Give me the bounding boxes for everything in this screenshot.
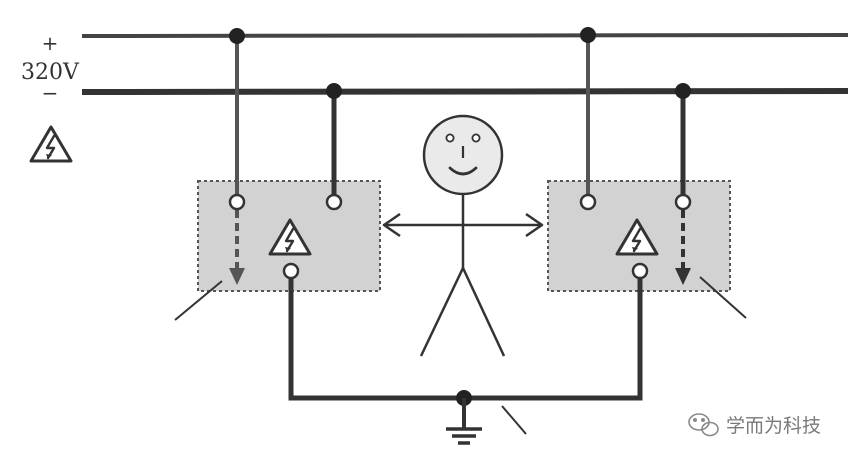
right-terminal-ground (631, 262, 649, 280)
person-left-hand (382, 212, 401, 238)
positive-bus-line (81, 33, 849, 38)
plus-label: + (42, 31, 59, 55)
left-pointer-line (174, 280, 223, 321)
junction-dot (326, 83, 342, 99)
person-right-leg (461, 267, 506, 357)
person-left-leg (419, 267, 465, 357)
negative-bus-line (81, 88, 849, 95)
person-right-eye (471, 133, 481, 143)
ground-icon (446, 427, 482, 445)
person-right-hand (525, 212, 544, 238)
right-pointer-line (699, 276, 747, 319)
ground-return-wire (288, 278, 643, 401)
right-current-arrowhead (675, 268, 691, 285)
junction-dot (580, 27, 596, 43)
left-terminal-ground (282, 262, 300, 280)
right-terminal-positive (579, 193, 597, 211)
right-terminal-negative (674, 193, 692, 211)
lightning-warning-icon (29, 125, 73, 163)
ground-pointer-line (501, 405, 527, 435)
person-left-eye (445, 133, 455, 143)
watermark-text: 学而为科技 (726, 415, 821, 437)
minus-label: − (42, 81, 59, 105)
person-icon (382, 114, 544, 357)
left-terminal-negative (325, 193, 343, 211)
voltage-label: 320V (21, 60, 80, 85)
junction-dot (675, 83, 691, 99)
person-smile (448, 166, 478, 176)
left-current-arrowhead (229, 268, 245, 285)
junction-dot (229, 28, 245, 44)
wechat-logo-icon (688, 413, 719, 437)
left-terminal-positive (228, 193, 246, 211)
